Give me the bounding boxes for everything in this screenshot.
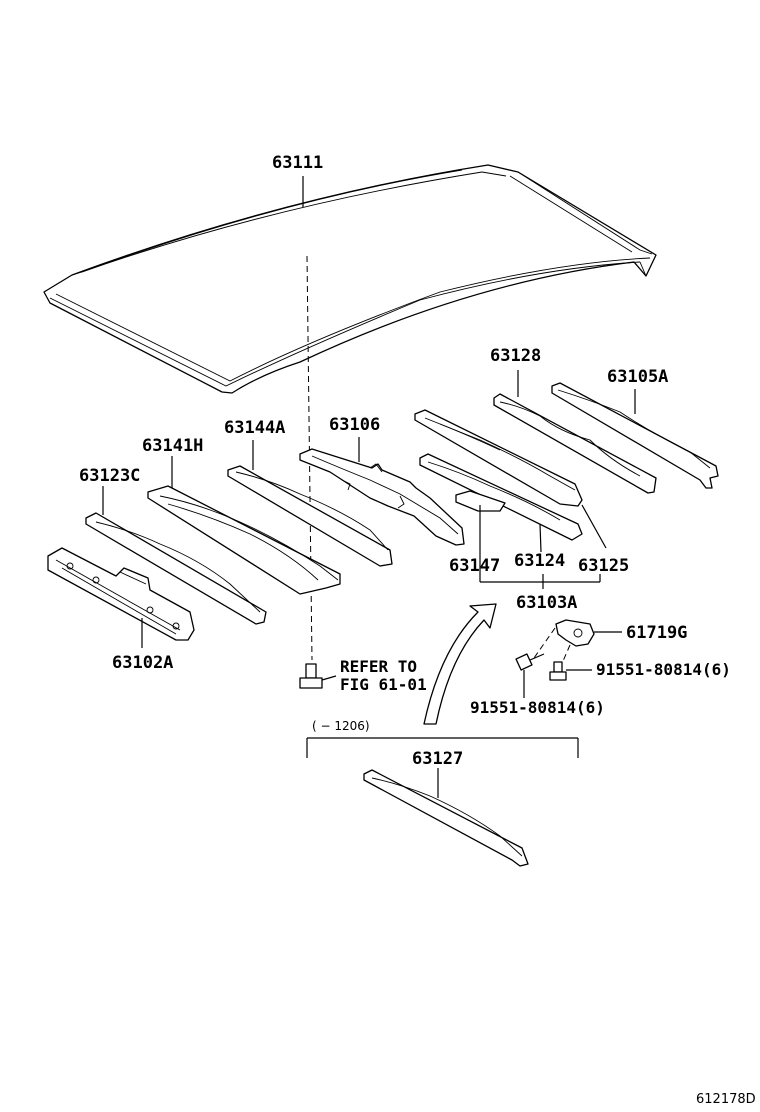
roof-bow-63127	[363, 768, 529, 867]
group-leaders-63103a	[479, 504, 607, 589]
roof-bow-63144a	[227, 440, 393, 567]
bracket-63147	[455, 490, 506, 512]
label-63147: 63147	[449, 556, 500, 576]
label-63123c: 63123C	[79, 466, 140, 486]
refer-line-1: REFER TO	[340, 657, 417, 676]
roof-bow-63128	[493, 370, 657, 494]
roof-bow-63125	[414, 409, 583, 507]
direction-arrow	[423, 603, 497, 725]
bolt-91551-right	[549, 661, 592, 681]
bracket-61719g	[555, 619, 622, 647]
label-63125: 63125	[578, 556, 629, 576]
label-63127: 63127	[412, 749, 463, 769]
label-63102a: 63102A	[112, 653, 173, 673]
roof-bow-63141h	[147, 456, 341, 595]
label-63106: 63106	[329, 415, 380, 435]
roof-bow-63106	[299, 437, 465, 546]
range-bracket	[306, 737, 579, 758]
label-bolt-right: 91551-80814(6)	[596, 660, 731, 679]
label-63103a: 63103A	[516, 593, 577, 613]
roof-panel	[43, 164, 657, 394]
label-63111: 63111	[272, 153, 323, 173]
label-63144a: 63144A	[224, 418, 285, 438]
refer-line-2: FIG 61-01	[340, 675, 427, 694]
roof-bow-63102a	[47, 547, 195, 648]
bolt-91551-left	[515, 653, 545, 698]
label-63141h: 63141H	[142, 436, 203, 456]
label-61719g: 61719G	[626, 623, 687, 643]
roof-bow-63105a	[551, 382, 719, 489]
roof-bow-63124	[419, 453, 583, 541]
bolt-dash-left	[533, 627, 556, 659]
label-63124: 63124	[514, 551, 565, 571]
figure-code: 612178D	[696, 1092, 756, 1107]
label-63128: 63128	[490, 346, 541, 366]
label-bolt-bottom: 91551-80814(6)	[470, 698, 605, 717]
roof-bow-63123c	[85, 486, 267, 625]
roof-bolt	[299, 663, 337, 689]
label-63105a: 63105A	[607, 367, 668, 387]
date-range-note: ( − 1206)	[312, 719, 370, 733]
